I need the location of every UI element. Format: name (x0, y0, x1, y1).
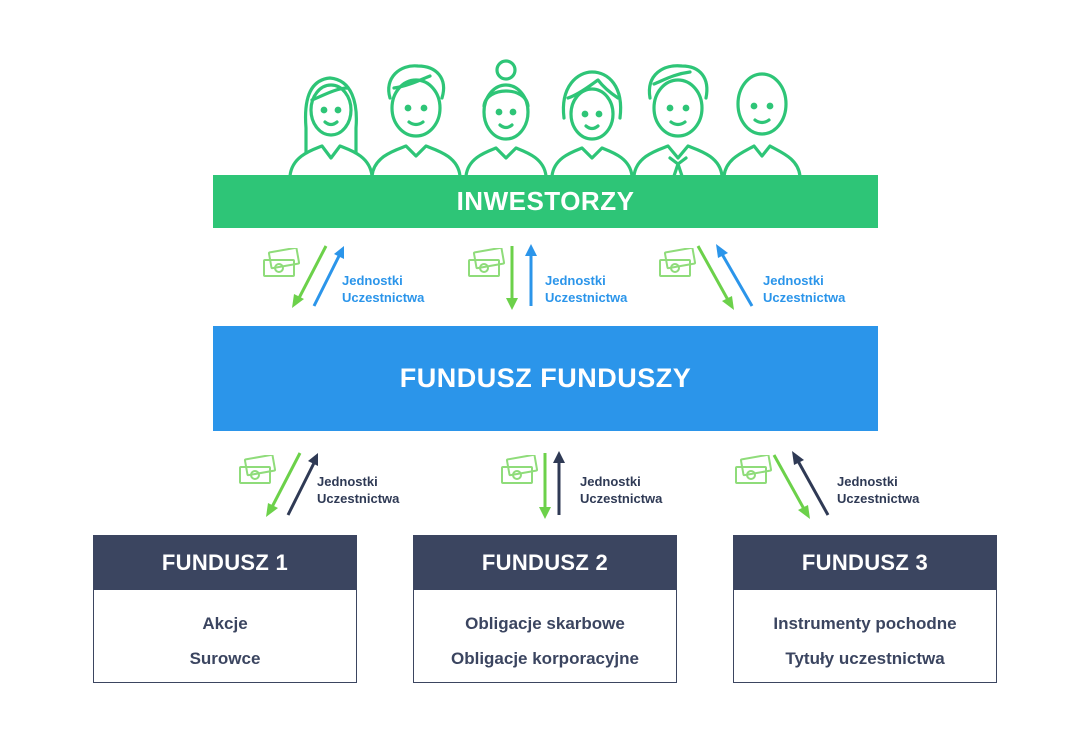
fund-of-funds-label: FUNDUSZ FUNDUSZY (399, 363, 692, 393)
money-bills-icon (659, 248, 697, 277)
down-arrow-icon (506, 246, 518, 310)
up-arrow-icon (525, 244, 537, 306)
fund-asset-item: Surowce (189, 649, 261, 668)
down-arrow-icon (292, 245, 328, 308)
fund-title: FUNDUSZ 1 (94, 536, 356, 590)
fund-asset-item: Akcje (202, 614, 248, 633)
fund-box-3: FUNDUSZ 3 Instrumenty pochodne Tytuły uc… (733, 535, 997, 683)
fund-asset-item: Instrumenty pochodne (773, 614, 957, 633)
fund-title: FUNDUSZ 2 (414, 536, 676, 590)
units-label: Jednostki Uczestnictwa (763, 273, 846, 305)
money-bills-icon (501, 455, 539, 484)
up-arrow-icon (716, 244, 754, 307)
bottom-flow-2: Jednostki Uczestnictwa (498, 447, 748, 527)
person-icon (632, 64, 724, 178)
fund-assets: Instrumenty pochodne Tytuły uczestnictwa (734, 590, 996, 676)
down-arrow-icon (772, 454, 810, 519)
fund-assets: Akcje Surowce (94, 590, 356, 676)
down-arrow-icon (696, 245, 734, 310)
up-arrow-icon (792, 451, 830, 516)
units-label: Jednostki Uczestnictwa (317, 474, 400, 506)
fund-of-funds-bar: FUNDUSZ FUNDUSZY (213, 326, 878, 431)
fund-title: FUNDUSZ 3 (734, 536, 996, 590)
person-icon (288, 76, 374, 178)
person-icon (370, 64, 462, 178)
person-icon (464, 59, 548, 178)
investors-label: INWESTORZY (456, 186, 635, 216)
units-label: Jednostki Uczestnictwa (545, 273, 628, 305)
investors-bar: INWESTORZY (213, 175, 878, 228)
top-flow-2: Jednostki Uczestnictwa (465, 240, 715, 320)
fund-asset-item: Obligacje skarbowe (465, 614, 625, 633)
up-arrow-icon (312, 246, 344, 307)
fund-asset-item: Obligacje korporacyjne (450, 649, 639, 668)
up-arrow-icon (286, 453, 318, 516)
units-label: Jednostki Uczestnictwa (342, 273, 425, 305)
units-label: Jednostki Uczestnictwa (837, 474, 920, 506)
up-arrow-icon (553, 451, 565, 515)
bottom-flow-3: Jednostki Uczestnictwa (732, 447, 982, 527)
money-bills-icon (735, 455, 773, 484)
top-flow-1: Jednostki Uczestnictwa (260, 240, 510, 320)
down-arrow-icon (539, 453, 551, 519)
person-icon (550, 70, 634, 178)
bottom-flow-1: Jednostki Uczestnictwa (236, 447, 486, 527)
money-bills-icon (263, 248, 301, 277)
money-bills-icon (239, 455, 277, 484)
fund-asset-item: Tytuły uczestnictwa (785, 649, 945, 668)
person-icon (722, 72, 802, 178)
top-flow-3: Jednostki Uczestnictwa (656, 240, 906, 320)
investors-people-illustration (288, 59, 802, 178)
units-label: Jednostki Uczestnictwa (580, 474, 663, 506)
fund-box-2: FUNDUSZ 2 Obligacje skarbowe Obligacje k… (413, 535, 677, 683)
fund-box-1: FUNDUSZ 1 Akcje Surowce (93, 535, 357, 683)
money-bills-icon (468, 248, 506, 277)
down-arrow-icon (266, 452, 302, 517)
fund-assets: Obligacje skarbowe Obligacje korporacyjn… (414, 590, 676, 676)
